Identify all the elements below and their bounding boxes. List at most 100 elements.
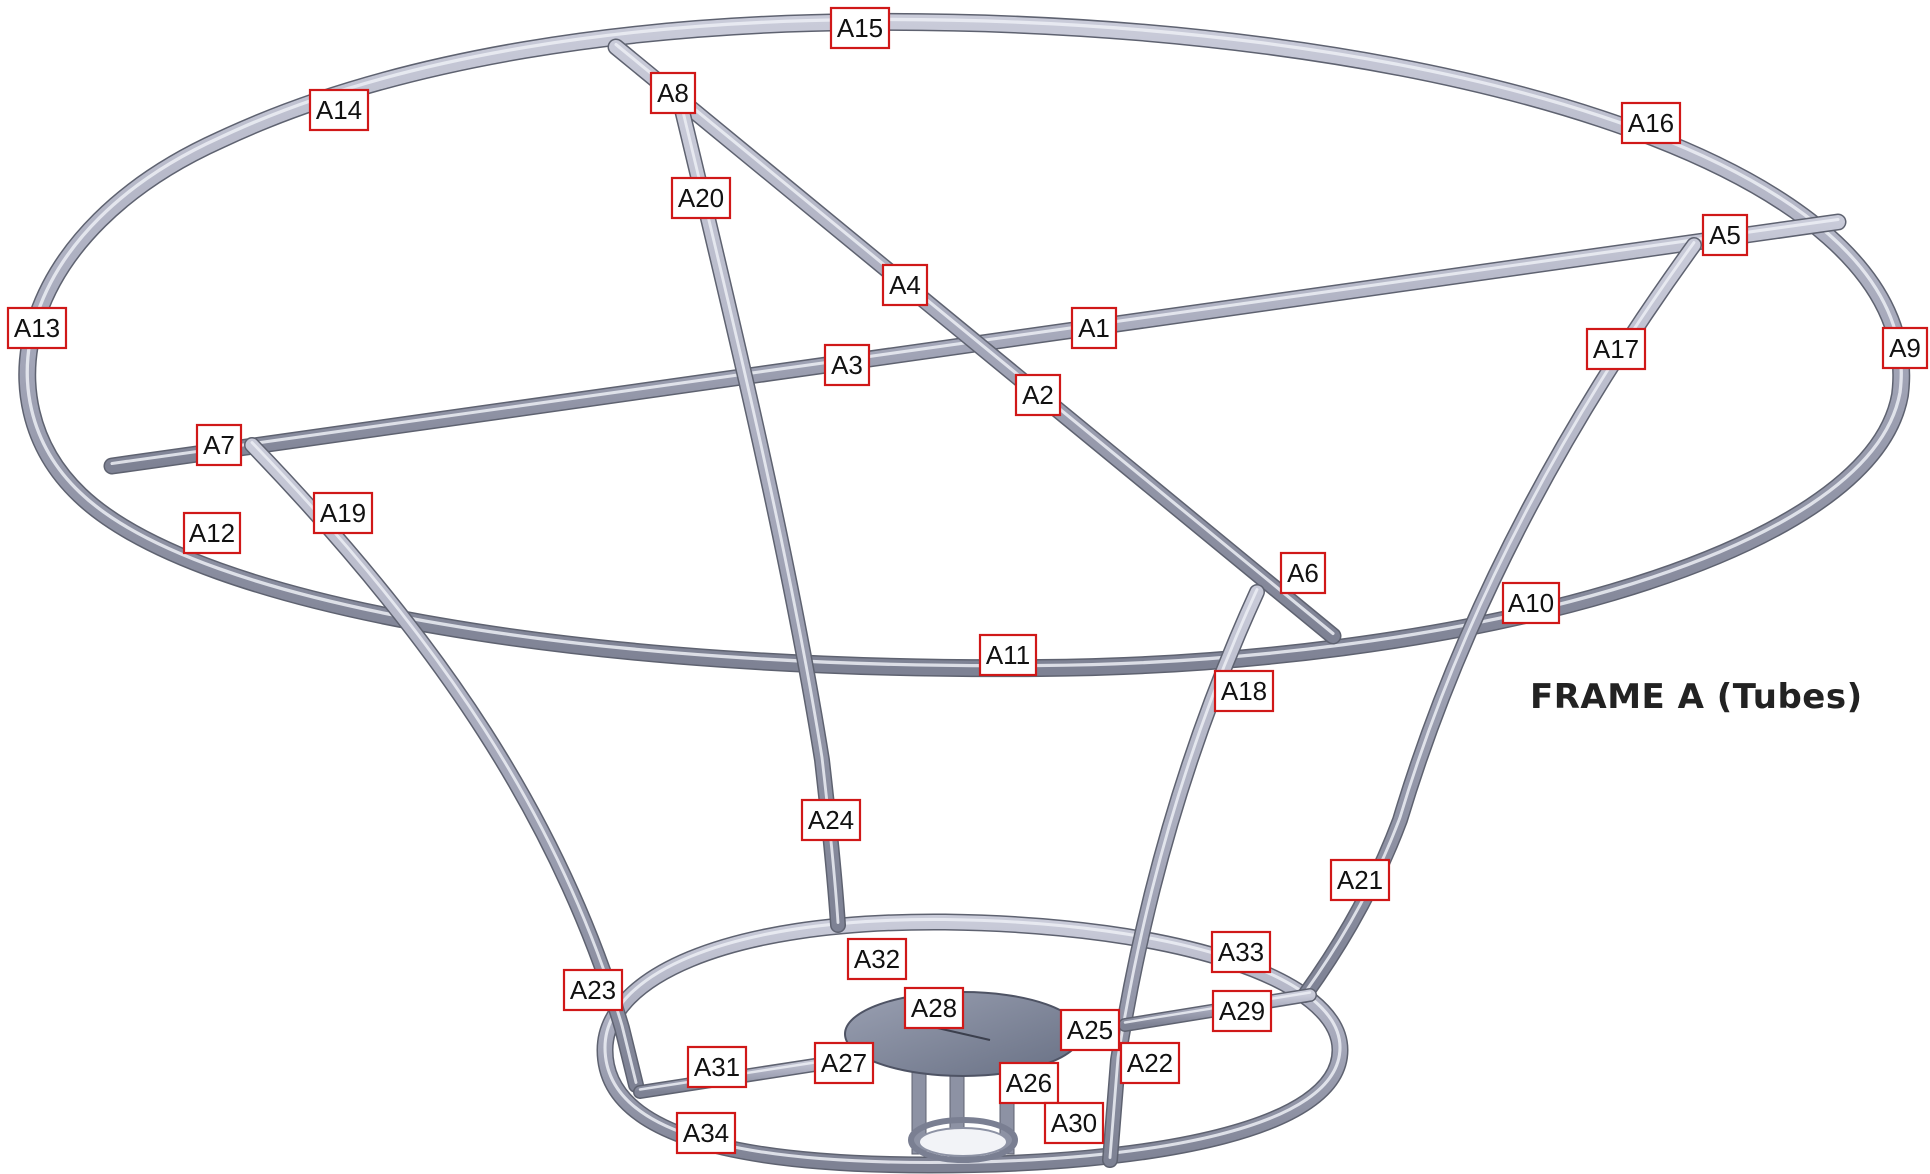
tube-label: A13 [6,306,68,350]
tube-label: A21 [1329,858,1391,902]
tube-label-box [6,306,68,350]
tube-label-text: A33 [1218,937,1264,967]
tube-label-box [829,6,891,50]
tube-label-text: A2 [1022,380,1054,410]
tube-label-text: A4 [889,270,921,300]
tube-label: A2 [1014,373,1062,417]
tube-label-text: A22 [1127,1048,1173,1078]
tube-label-box [823,343,871,387]
bottom-ring-tube [596,913,1349,1174]
tube-label-text: A24 [808,805,854,835]
tube-label-text: A13 [14,313,60,343]
tube-label-box [1329,858,1391,902]
tube-label-box [1119,1041,1181,1085]
top-ring-tube [18,12,1911,678]
tube-label-box [1070,306,1118,350]
tube-label-text: A28 [911,993,957,1023]
tube-label: A29 [1211,989,1273,1033]
tube-label-box [562,968,624,1012]
tube-label-box [846,937,908,981]
tube-label-box [195,423,243,467]
tube-label: A30 [1043,1101,1105,1145]
frame-title: FRAME A (Tubes) [1530,677,1863,717]
tube-label-box [998,1061,1060,1105]
tube-label: A32 [846,937,908,981]
tube-label-text: A8 [657,78,689,108]
tube-label-box [308,88,370,132]
tube-label-text: A1 [1078,313,1110,343]
tube-label-text: A19 [320,498,366,528]
tube-label: A33 [1210,930,1272,974]
tube-label-box [813,1041,875,1085]
tube-label-text: A21 [1337,865,1383,895]
tube-label-text: A34 [683,1118,729,1148]
tube-label-text: A29 [1219,996,1265,1026]
tube-label: A22 [1119,1041,1181,1085]
tube-label: A16 [1620,101,1682,145]
leg-a18-a22-tube [1102,584,1265,1168]
leg-a17-a21-tube [1297,237,1702,1003]
tube-label-box [881,263,929,307]
cage-ring [908,1117,1018,1163]
tube-frame [18,12,1911,1174]
tube-label-box [800,798,862,842]
crossbar-a8-a6-tube [607,38,1342,645]
leg-a20-a24-tube [674,102,846,933]
tube-label-box [1210,930,1272,974]
tube-label-text: A9 [1889,333,1921,363]
tube-label: A15 [829,6,891,50]
tube-label: A23 [562,968,624,1012]
tube-label-text: A11 [986,640,1030,670]
cage-opening [918,1127,1008,1157]
tube-label: A10 [1501,581,1561,625]
tube-label-box [978,633,1038,677]
tube-label-text: A16 [1628,108,1674,138]
tube-label-text: A17 [1593,334,1639,364]
tube-label-text: A30 [1051,1108,1097,1138]
tube-label-box [1585,327,1647,371]
tube-label-text: A15 [837,13,883,43]
tube-label: A6 [1279,551,1327,595]
tube-label: A8 [649,71,697,115]
tube-label: A28 [903,986,965,1030]
tube-label: A7 [195,423,243,467]
tube-label-box [1279,551,1327,595]
tube-label: A5 [1701,213,1749,257]
tube-label-text: A23 [570,975,616,1005]
tube-label: A34 [675,1111,737,1155]
tube-label-text: A3 [831,350,863,380]
tube-label: A1 [1070,306,1118,350]
tube-label-box [670,176,732,220]
tube-label-text: A32 [854,944,900,974]
tube-label-box [649,71,697,115]
tube-label: A20 [670,176,732,220]
tube-label-box [686,1045,748,1089]
tube-label-box [1211,989,1273,1033]
tube-label-box [1701,213,1749,257]
tube-label-text: A6 [1287,558,1319,588]
tube-label: A12 [182,511,242,555]
tube-label: A11 [978,633,1038,677]
tube-label: A17 [1585,327,1647,371]
tube-label-text: A26 [1006,1068,1052,1098]
tube-label-text: A27 [821,1048,867,1078]
tube-label-text: A14 [316,95,362,125]
tube-label: A3 [823,343,871,387]
tube-label-box [1059,1008,1121,1052]
tube-label: A14 [308,88,370,132]
tube-label-box [903,986,965,1030]
tube-label-text: A20 [678,183,724,213]
tube-label-text: A5 [1709,220,1741,250]
tube-label-box [1881,326,1929,370]
tube-label-box [1014,373,1062,417]
tube-label: A31 [686,1045,748,1089]
tube-label: A27 [813,1041,875,1085]
tube-label-box [1501,581,1561,625]
tube-label-box [182,511,242,555]
tube-label-box [1043,1101,1105,1145]
tube-label-box [675,1111,737,1155]
tube-label-text: A18 [1221,676,1267,706]
tube-label: A25 [1059,1008,1121,1052]
